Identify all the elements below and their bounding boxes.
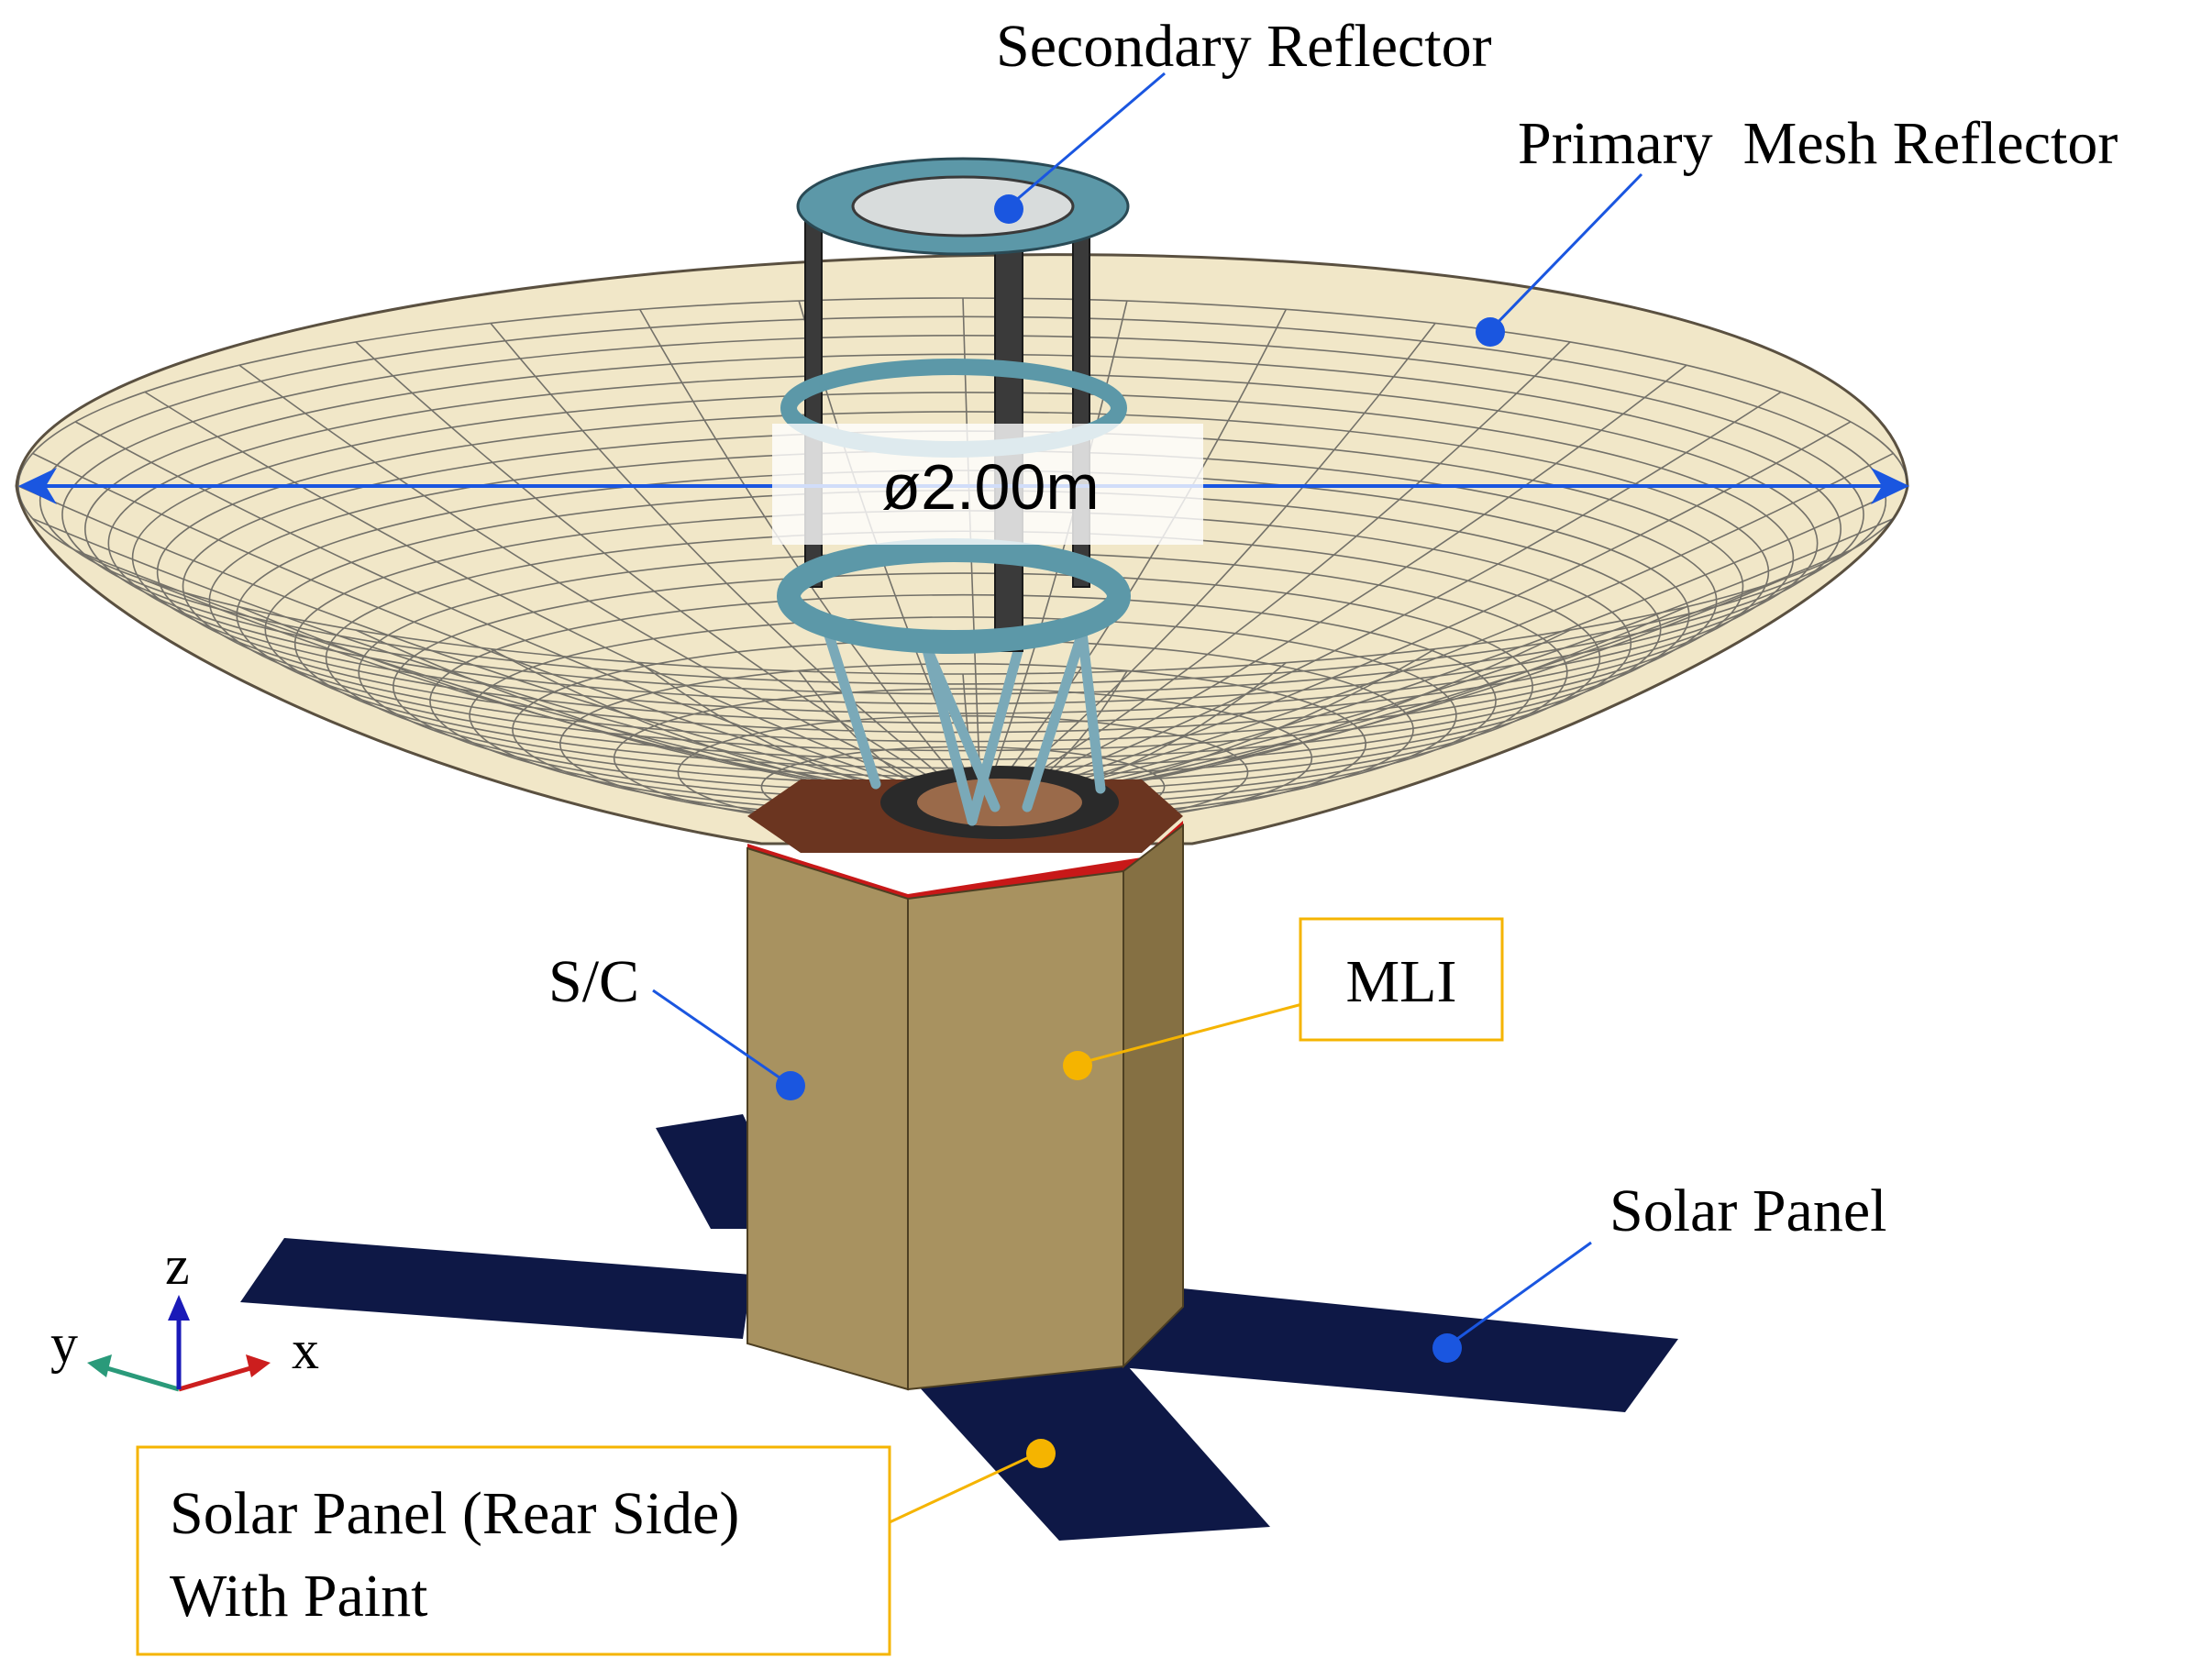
secondary-reflector-dish (851, 175, 1075, 238)
callout-dot (994, 194, 1023, 224)
diameter-dimension: ø2.00m (18, 424, 1909, 545)
callout-dot (776, 1071, 805, 1100)
diameter-arrow-left (18, 468, 57, 504)
callout-secondary-reflector: Secondary Reflector (994, 13, 1492, 224)
mesh-rib (32, 517, 982, 808)
axis-x-arrow (246, 1354, 271, 1377)
spacecraft-label: S/C (548, 948, 639, 1015)
bus-face-right (1123, 823, 1184, 1369)
axes-triad: x y z (50, 1235, 319, 1392)
tower-struts (820, 618, 1106, 826)
mesh-rib (355, 341, 982, 808)
axis-z-label: z (165, 1235, 190, 1296)
diameter-arrow-right (1871, 468, 1909, 504)
mesh-rib (962, 297, 982, 808)
mesh-rib (980, 485, 1908, 808)
axis-y-label: y (50, 1313, 78, 1374)
callout-primary-mesh-reflector: Primary Mesh Reflector (1476, 110, 2118, 347)
solar-panel-rear-label-line1: Solar Panel (Rear Side) (170, 1480, 739, 1547)
primary-mesh-reflector-label: Primary Mesh Reflector (1518, 110, 2118, 177)
bus-face-front (907, 869, 1124, 1391)
callout-dot (1026, 1439, 1056, 1468)
secondary-reflector-label: Secondary Reflector (996, 13, 1492, 80)
mesh-ring (83, 353, 1842, 705)
solar-panel-rear-label-line2: With Paint (170, 1563, 428, 1630)
solar-panel-right (1110, 1284, 1678, 1412)
tower-ring-lower (777, 538, 1131, 654)
mesh-rib (980, 421, 1852, 808)
callout-dot (1476, 317, 1505, 347)
mesh-rib (144, 391, 982, 808)
callout-solar-panel-rear: Solar Panel (Rear Side) With Paint (136, 1439, 1056, 1656)
spacecraft-bus (747, 779, 1184, 1391)
mli-label: MLI (1346, 948, 1457, 1015)
mesh-rib (17, 485, 982, 808)
axis-x-line (178, 1364, 258, 1392)
mesh-rib (980, 341, 1571, 808)
callout-spacecraft: S/C (548, 948, 805, 1100)
solar-panel-label: Solar Panel (1609, 1177, 1886, 1244)
diameter-label-box (772, 424, 1203, 545)
mesh-rib (32, 452, 982, 808)
mesh-rib (238, 364, 982, 808)
solar-panel-rear-label-box (136, 1445, 891, 1656)
mesh-ring (61, 334, 1864, 695)
mesh-rib (980, 364, 1687, 808)
mesh-rib (980, 517, 1894, 808)
callout-dot (1063, 1051, 1092, 1080)
axis-y-arrow (87, 1354, 112, 1377)
tower-base-plate (917, 779, 1082, 826)
callout-solar-panel: Solar Panel (1432, 1177, 1886, 1363)
mesh-rib (980, 309, 1287, 808)
solar-panel-front (917, 1366, 1270, 1541)
diameter-label: ø2.00m (881, 451, 1099, 523)
axis-x-label: x (292, 1320, 319, 1380)
mesh-rib (490, 322, 982, 808)
axis-y-line (100, 1364, 180, 1392)
bus-face-left (747, 846, 909, 1391)
callout-mli: MLI (1063, 917, 1504, 1080)
mesh-rib (980, 452, 1894, 808)
solar-panel-left (240, 1238, 752, 1339)
callout-dot (1432, 1333, 1462, 1363)
mesh-rib (74, 421, 982, 808)
axis-z-arrow (168, 1295, 190, 1321)
mli-label-box (1299, 917, 1504, 1042)
